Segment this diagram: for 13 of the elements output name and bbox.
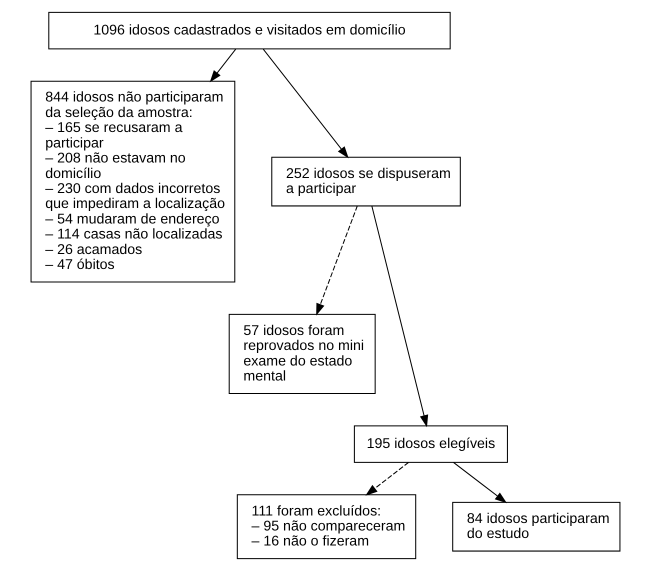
arrow [262,48,348,158]
node-box: 844 idosos não participaram da seleção da amostra: – 165 se recusaram a participar – 208 não estavam no domicílio – 230 com dados incorretos que impediram a localização – 54 mudaram de endereço – 114 casas não localizadas – 26 acamados – 47 óbitos [30,80,235,282]
arrow [452,462,506,504]
arrow [316,206,358,316]
node-box: 111 foram excluídos: – 95 não compareceram – 16 não o fizeram [236,494,416,560]
node-box: 1096 idosos cadastrados e visitados em domicílio [48,12,450,50]
node-box: 84 idosos participaram do estudo [452,502,620,552]
node-box: 195 idosos elegíveis [353,425,508,463]
node-box: 57 idosos foram reprovados no mini exame do estado mental [228,314,376,394]
arrow [209,48,236,82]
node-box: 252 idosos se dispuseram a participar [270,156,460,206]
arrow [370,206,428,428]
arrow [364,462,408,496]
